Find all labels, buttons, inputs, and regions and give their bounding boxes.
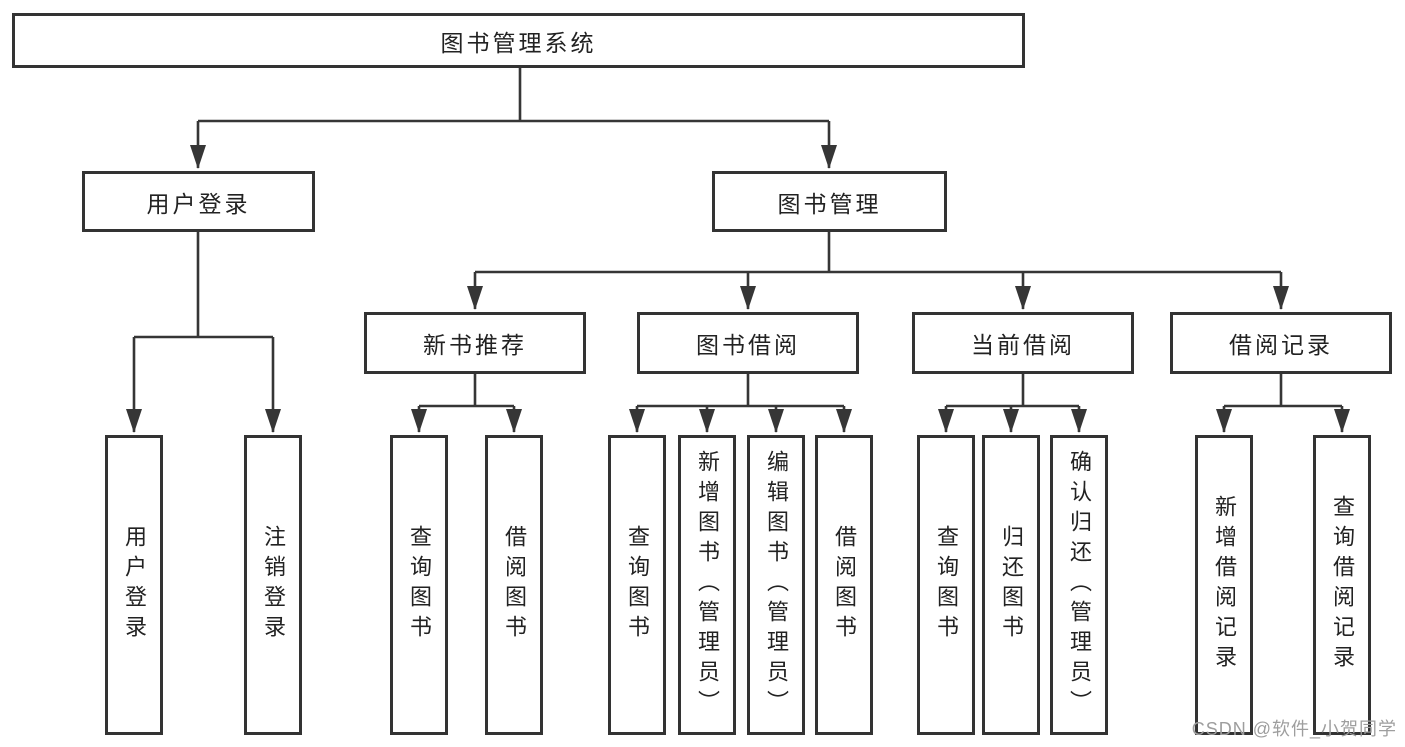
node-book-management: 图书管理 bbox=[712, 171, 947, 232]
node-label: 注销登录 bbox=[261, 525, 286, 645]
node-leaf-logout: 注销登录 bbox=[244, 435, 302, 735]
node-label: 新增借阅记录 bbox=[1212, 495, 1237, 675]
node-label: 用户登录 bbox=[122, 525, 147, 645]
node-label: 借阅图书 bbox=[502, 525, 527, 645]
node-label: 归还图书 bbox=[999, 525, 1024, 645]
node-label: 图书管理系统 bbox=[440, 29, 597, 56]
node-borrowing-records: 借阅记录 bbox=[1170, 312, 1392, 374]
csdn-watermark: CSDN @软件_小贺同学 bbox=[1191, 719, 1397, 739]
node-label: 查询图书 bbox=[407, 525, 432, 645]
node-leaf-query-books-borrow: 查询图书 bbox=[608, 435, 666, 735]
node-book-borrowing: 图书借阅 bbox=[637, 312, 859, 374]
node-label: 借阅记录 bbox=[1229, 332, 1333, 358]
node-leaf-user-login: 用户登录 bbox=[105, 435, 163, 735]
node-leaf-return-book: 归还图书 bbox=[982, 435, 1040, 735]
node-leaf-query-borrow-record: 查询借阅记录 bbox=[1313, 435, 1371, 735]
node-leaf-borrow-books-recommend: 借阅图书 bbox=[485, 435, 543, 735]
node-leaf-confirm-return-admin: 确认归还（管理员） bbox=[1050, 435, 1108, 735]
node-label: 新增图书（管理员） bbox=[695, 450, 720, 720]
node-label: 查询图书 bbox=[625, 525, 650, 645]
node-leaf-borrow-books: 借阅图书 bbox=[815, 435, 873, 735]
node-label: 新书推荐 bbox=[423, 332, 527, 358]
node-leaf-query-books-recommend: 查询图书 bbox=[390, 435, 448, 735]
node-label: 查询借阅记录 bbox=[1330, 495, 1355, 675]
node-label: 当前借阅 bbox=[971, 332, 1075, 358]
node-library-management-system: 图书管理系统 bbox=[12, 13, 1025, 68]
node-leaf-edit-book-admin: 编辑图书（管理员） bbox=[747, 435, 805, 735]
node-label: 编辑图书（管理员） bbox=[764, 450, 789, 720]
node-label: 确认归还（管理员） bbox=[1067, 450, 1092, 720]
node-label: 用户登录 bbox=[146, 190, 251, 217]
node-new-book-recommendation: 新书推荐 bbox=[364, 312, 586, 374]
node-current-borrowing: 当前借阅 bbox=[912, 312, 1134, 374]
node-leaf-query-books-current: 查询图书 bbox=[917, 435, 975, 735]
node-leaf-add-borrow-record: 新增借阅记录 bbox=[1195, 435, 1253, 735]
node-label: 图书借阅 bbox=[696, 332, 800, 358]
node-user-login: 用户登录 bbox=[82, 171, 315, 232]
node-label: 图书管理 bbox=[777, 190, 882, 217]
node-label: 查询图书 bbox=[934, 525, 959, 645]
node-label: 借阅图书 bbox=[832, 525, 857, 645]
node-leaf-add-book-admin: 新增图书（管理员） bbox=[678, 435, 736, 735]
